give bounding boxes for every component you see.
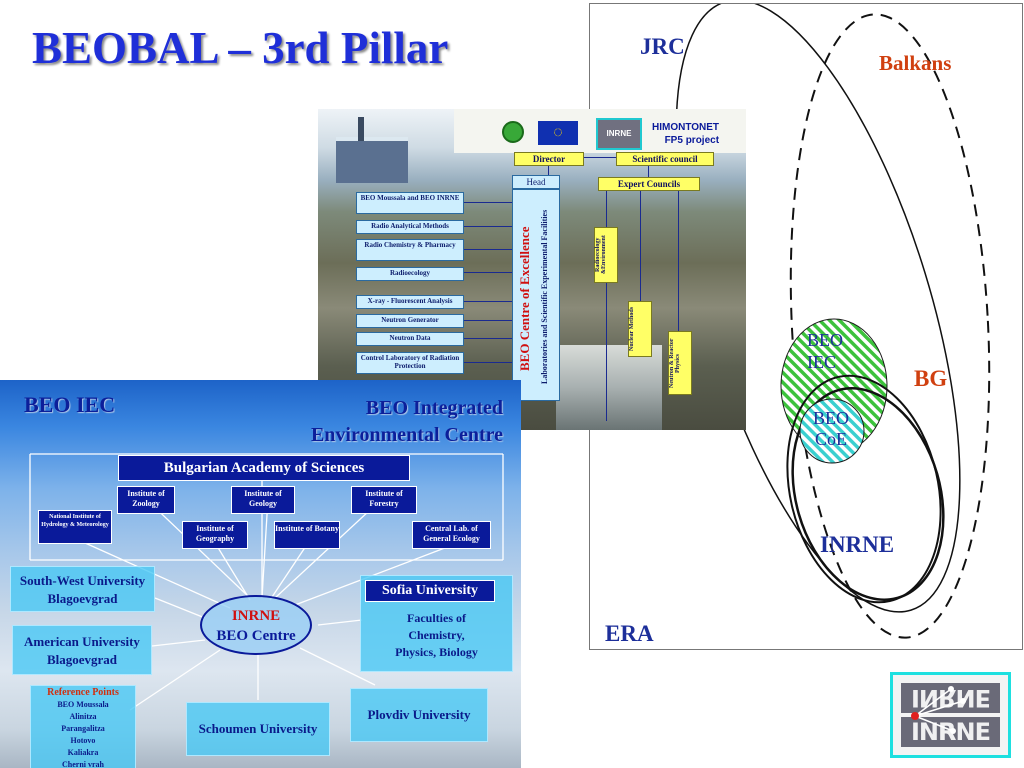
inrne-label: INRNE [820,532,895,557]
reference-points-box: Reference Points BEO Moussala Alinitza P… [30,685,136,768]
lab-radio-analytical: Radio Analytical Methods [356,220,464,234]
institute-geography: Institute of Geography [182,521,248,549]
project-title: HIMONTONET FP5 project [652,122,720,146]
scientific-council-box: Scientific council [616,152,714,166]
slide-title: BEOBAL – 3rd Pillar [32,23,449,73]
plovdiv-university-box: Plovdiv University [350,688,488,742]
beo-coe-label: BEO CoE [813,408,849,449]
green-logo-icon [502,121,524,143]
lab-photo [556,345,662,430]
expert-councils-box: Expert Councils [598,177,700,191]
lab-radio-chemistry: Radio Chemistry & Pharmacy [356,239,464,261]
academy-box: Bulgarian Academy of Sciences [118,455,410,481]
coe-org-chart: ◌ INRNE HIMONTONET FP5 project Director … [318,109,746,430]
inrne-logo-icon [901,683,1000,747]
iec-title-right: BEO Integrated Environmental Centre [310,397,503,446]
observatory-tower [358,117,364,141]
bg-label: BG [914,366,948,391]
coe-vertical-subtitle: Laboratories and Scientific Experimental… [540,209,549,384]
head-box: Head [512,175,560,189]
eu-flag-icon: ◌ [538,121,578,145]
observatory-image [336,137,408,183]
central-lab-ecology: Central Lab. of General Ecology [412,521,491,549]
institute-forestry: Institute of Forestry [351,486,417,514]
iec-title-left: BEO IEC [24,392,116,417]
sw-university-box: South-West University Blagoevgrad [10,566,155,612]
council-nuclear-methods: Nuclear Methods [628,301,652,357]
faculties-text: Faculties of Chemistry, Physics, Biology [395,611,478,659]
american-university-box: American University Blagoevgrad [12,625,152,675]
lab-beo-moussala: BEO Moussala and BEO INRNE [356,192,464,214]
lab-control: Control Laboratory of Radiation Protecti… [356,352,464,374]
iec-org-chart: BEO IEC BEO Integrated Environmental Cen… [0,380,521,768]
inrne-ellipse [791,387,945,601]
lab-xray: X-ray - Fluorescent Analysis [356,295,464,309]
era-label: ERA [605,621,654,646]
institute-botany: Institute of Botany [274,521,340,549]
institute-geology: Institute of Geology [231,486,295,514]
institute-hydrology: National Institute of Hydrology & Meteor… [38,510,112,544]
council-radioecology: Radioecology &Environment [594,227,618,283]
lab-radioecology: Radioecology [356,267,464,281]
balkans-label: Balkans [879,51,952,75]
institute-zoology: Institute of Zoology [117,486,175,514]
schoumen-university-box: Schoumen University [186,702,330,756]
logo-text-top: INRNE [911,684,990,712]
inrne-logo: INRNE INRNE [890,672,1011,758]
council-neutron-reactor: Neutron & Reactor Physics [668,331,692,395]
inrne-logo-small-icon: INRNE [596,118,642,150]
director-box: Director [514,152,584,166]
coe-vertical-band [512,189,560,401]
coe-vertical-title: BEO Centre of Excellence [517,226,532,372]
logo-text-bottom: INRNE [911,718,991,746]
beo-coe-circle [799,398,865,464]
inrne-center-ellipse: INRNE BEO Centre [200,595,312,655]
jrc-label: JRC [640,34,685,59]
beo-iec-label: BEO IEC [807,330,843,372]
lab-neutron-data: Neutron Data [356,332,464,346]
lab-neutron-generator: Neutron Generator [356,314,464,328]
sofia-university-box: Sofia University Faculties of Chemistry,… [360,575,513,672]
sofia-university-title: Sofia University [365,580,495,602]
balkans-ellipse [789,13,991,639]
